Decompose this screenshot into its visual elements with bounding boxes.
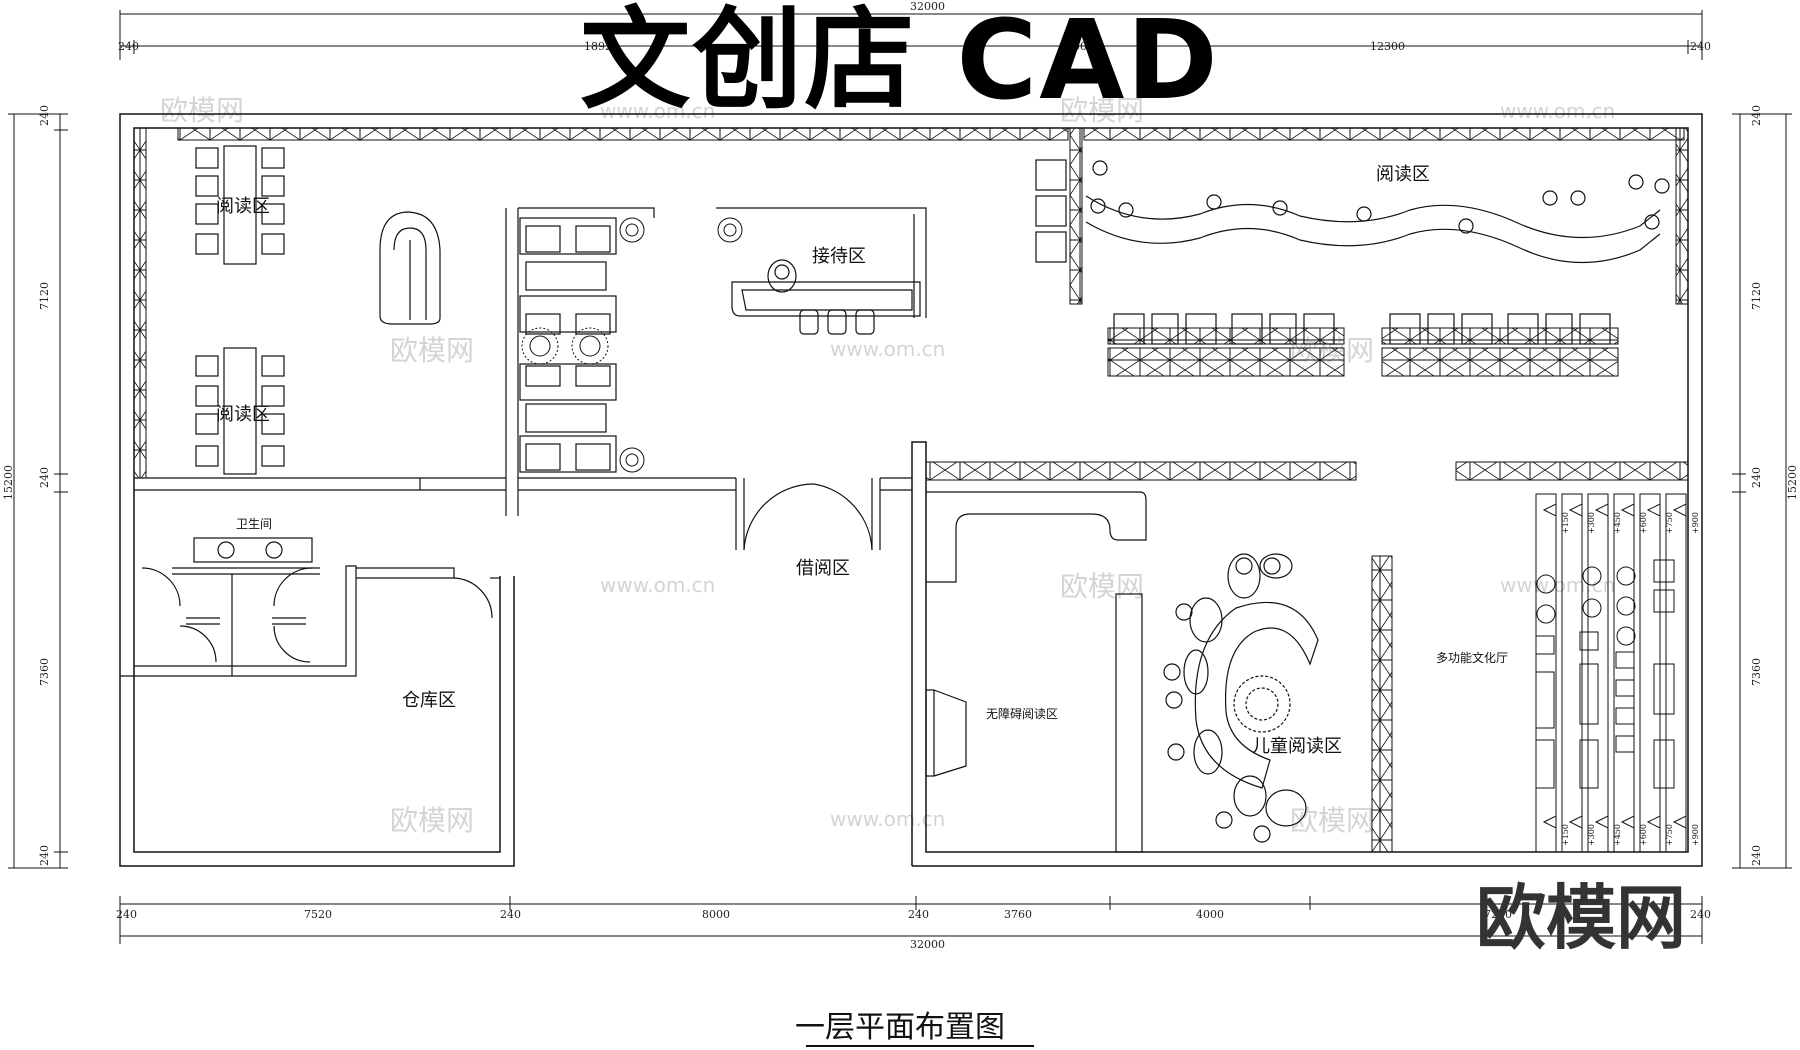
dim-right-1: 7120	[1750, 282, 1763, 310]
dim-left-1: 7120	[38, 282, 51, 310]
watermark-text: 欧模网	[160, 94, 244, 127]
room-label-accessible-reading: 无障碍阅读区	[986, 706, 1058, 721]
plant-icon	[521, 217, 743, 473]
dim-bottom-4: 240	[908, 908, 929, 921]
room-label-reading-right: 阅读区	[1376, 164, 1430, 185]
seat-level-labels: +150 +300 +450 +600 +750 +900 +150 +300 …	[1561, 512, 1700, 846]
watermark-url: www.om.cn	[1500, 99, 1615, 123]
dim-left-2: 240	[38, 467, 51, 488]
dim-right-3: 7360	[1750, 658, 1763, 686]
seat-label: +150	[1561, 824, 1570, 846]
dim-top-2: 300	[1066, 40, 1087, 53]
room-label-borrowing: 借阅区	[796, 558, 850, 579]
drawing-caption: 一层平面布置图	[795, 1010, 1005, 1045]
dim-left-3: 7360	[38, 658, 51, 686]
dim-right-2: 240	[1750, 467, 1763, 488]
room-label-reading-left-1: 阅读区	[216, 196, 270, 217]
reception-furniture	[519, 217, 921, 473]
watermark-text: 欧模网	[1290, 804, 1374, 837]
right-reading-furniture	[1035, 159, 1670, 345]
watermark-url: www.om.cn	[830, 337, 945, 361]
caption-underline	[806, 1045, 1034, 1047]
right-dimensions: 240 7120 240 7360 240 15200	[1732, 105, 1799, 869]
dim-left-0: 240	[38, 105, 51, 126]
dim-bottom-2: 240	[500, 908, 521, 921]
seat-label: +300	[1587, 512, 1596, 534]
watermark-url: www.om.cn	[600, 573, 715, 597]
watermark-layer: 欧模网 www.om.cn 欧模网 www.om.cn 欧模网 www.om.c…	[160, 94, 1615, 837]
dim-bottom-total: 32000	[910, 938, 945, 951]
room-label-multifunction-hall: 多功能文化厅	[1436, 650, 1508, 665]
dim-bottom-7: 7260	[1484, 908, 1512, 921]
drawing-title: 文创店 CAD	[580, 0, 1220, 124]
room-label-reading-left-2: 阅读区	[216, 404, 270, 425]
dim-bottom-5: 3760	[1004, 908, 1032, 921]
left-dimensions: 240 7120 240 7360 240 15200	[2, 105, 68, 869]
dim-right-0: 240	[1750, 105, 1763, 126]
seat-label: +900	[1691, 824, 1700, 846]
dim-bottom-6: 4000	[1196, 908, 1224, 921]
dim-top-1: 18920	[584, 40, 619, 53]
dim-top-3: 12300	[1370, 40, 1405, 53]
dim-top-total: 32000	[910, 0, 945, 13]
room-label-storage: 仓库区	[402, 690, 456, 711]
dim-top-0: 240	[118, 40, 139, 53]
borrowing-doors	[735, 478, 881, 551]
room-label-reception: 接待区	[812, 246, 866, 267]
left-reading-furniture	[195, 145, 441, 475]
room-labels: 阅读区 阅读区 接待区 阅读区 卫生间 仓库区 借阅区 无障碍阅读区 儿童阅读区…	[216, 164, 1508, 757]
watermark-url: www.om.cn	[830, 807, 945, 831]
dim-bottom-1: 7520	[304, 908, 332, 921]
watermark-text: 欧模网	[1060, 94, 1144, 127]
watermark-text: 欧模网	[390, 334, 474, 367]
dim-top-4: 240	[1690, 40, 1711, 53]
dim-bottom-3: 8000	[702, 908, 730, 921]
dim-left-4: 240	[38, 845, 51, 866]
seat-label: +600	[1639, 824, 1648, 846]
middle-walls	[134, 207, 927, 516]
room-label-toilet: 卫生间	[236, 517, 272, 531]
watermark-url: www.om.cn	[1500, 573, 1615, 597]
bottom-dimensions: 240 7520 240 8000 240 3760 4000 7260 240…	[116, 896, 1711, 951]
dim-right-4: 240	[1750, 845, 1763, 866]
dim-left-total: 15200	[2, 465, 15, 500]
seat-label: +300	[1587, 824, 1596, 846]
seat-label: +450	[1613, 824, 1622, 846]
multifunction-hall-seating	[1535, 493, 1687, 853]
seat-label: +750	[1665, 824, 1674, 846]
dim-right-total: 15200	[1786, 465, 1799, 500]
children-reading-furniture	[1163, 553, 1319, 843]
accessible-reading-furniture	[925, 491, 1147, 853]
toilet-room	[120, 537, 500, 677]
watermark-url: www.om.cn	[600, 99, 715, 123]
truss-walls	[133, 127, 1689, 853]
seat-label: +450	[1613, 512, 1622, 534]
dim-bottom-8: 240	[1690, 908, 1711, 921]
seat-label: +150	[1561, 512, 1570, 534]
room-label-children-reading: 儿童阅读区	[1252, 736, 1342, 757]
seat-label: +750	[1665, 512, 1674, 534]
watermark-text: 欧模网	[390, 804, 474, 837]
seat-label: +600	[1639, 512, 1648, 534]
seat-label: +900	[1691, 512, 1700, 534]
top-dimensions: 32000 240 18920 300 12300 240	[118, 0, 1711, 60]
brand-logo: 欧模网	[1476, 877, 1686, 959]
dim-bottom-0: 240	[116, 908, 137, 921]
watermark-text: 欧模网	[1060, 570, 1144, 603]
